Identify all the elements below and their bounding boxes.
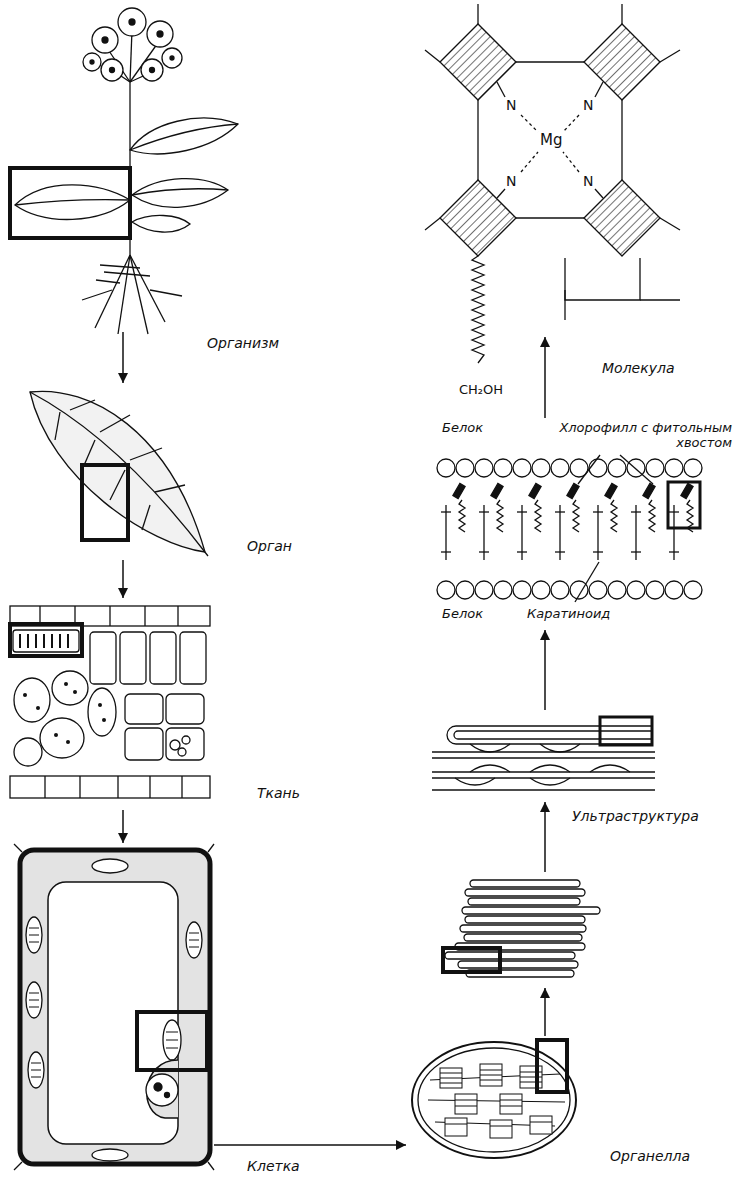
arrow-line <box>544 630 546 710</box>
atom-label: N <box>505 97 517 113</box>
arrow-line <box>122 810 124 843</box>
atom-label: N <box>582 97 594 113</box>
level-group: Клетка <box>15 845 212 1168</box>
level-group: Ультраструктура <box>428 712 658 800</box>
level-arrow <box>545 802 546 1036</box>
level-caption: Орган <box>245 538 294 555</box>
level-caption: Ткань <box>255 785 302 802</box>
atom-label: N <box>582 173 594 189</box>
arrow-line <box>122 332 124 383</box>
level-caption: Хлорофилл с фитольным хвостом <box>520 420 734 450</box>
level-arrow <box>123 560 124 598</box>
level-caption: Белок <box>440 606 485 621</box>
cell-drawing <box>14 844 214 1170</box>
level-caption: Органелла <box>608 1148 692 1165</box>
level-caption: Белок <box>440 420 485 435</box>
level-group: Организм <box>8 2 215 330</box>
grana-drawing <box>443 880 600 977</box>
thylakoid-drawing <box>432 717 655 790</box>
level-arrow <box>123 810 124 843</box>
level-arrow <box>214 1145 406 1146</box>
plant-drawing <box>10 8 238 334</box>
level-arrow <box>123 332 124 383</box>
level-arrow <box>545 337 546 418</box>
atom-label: Mg <box>539 132 563 148</box>
atom-label: N <box>505 173 517 189</box>
level-arrow <box>545 630 546 710</box>
arrow-line <box>544 988 546 1036</box>
level-caption: Организм <box>205 335 281 352</box>
level-caption: Молекула <box>600 360 676 377</box>
arrow-line <box>214 1144 406 1146</box>
level-group: Орган <box>25 385 212 558</box>
tissue-drawing <box>10 606 210 798</box>
chlorophyll-molecule-drawing <box>425 4 680 363</box>
arrow-line <box>544 802 546 872</box>
level-group: Молекула <box>425 2 690 335</box>
arrow-line <box>122 560 124 598</box>
atom-label: CH₂OH <box>458 382 504 398</box>
level-caption: Ультраструктура <box>570 808 701 825</box>
arrow-line <box>544 337 546 418</box>
chloroplast-drawing <box>412 1040 576 1158</box>
leaf-drawing <box>30 391 208 556</box>
level-group: Ткань <box>5 600 212 808</box>
membrane-drawing <box>437 455 702 602</box>
level-group: БелокХлорофилл с фитольным хвостомБелокК… <box>432 420 732 628</box>
level-caption: Каратиноид <box>525 606 612 621</box>
level-caption: Клетка <box>245 1158 302 1175</box>
level-group: Органелла <box>408 1038 580 1164</box>
